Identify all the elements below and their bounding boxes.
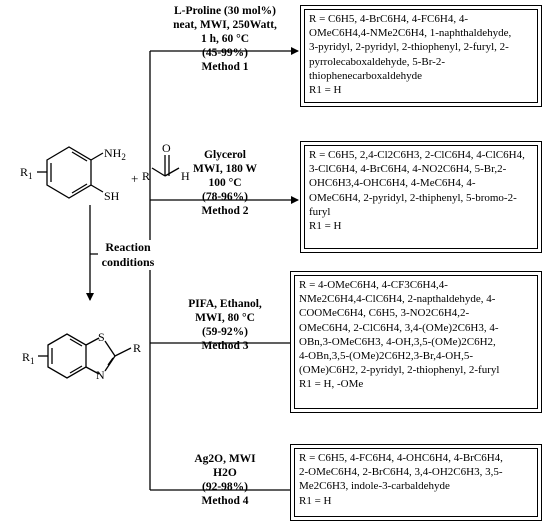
substituent-line: R1 = H (309, 84, 342, 97)
substituent-line: R = 4-OMeC6H4, 4-CF3C6H4,4- (299, 279, 448, 291)
substituent-line: pyrrolecaboxaldehyde, 5-Br-2- (309, 55, 446, 68)
substituent-line: OMeC6H4, 2-ClC6H4, 3,4-(OMe)2C6H3, 4- (299, 321, 499, 334)
substituent-line: 3-pyridyl, 2-pyridyl, 2-thiophenyl, 2-fu… (309, 41, 509, 54)
aldehyde-r: R (142, 169, 150, 183)
r1-label: R1 (20, 165, 33, 181)
method-2-substituents-box: R = C6H5, 2,4-Cl2C6H3, 2-ClC6H4, 4-ClC6H… (300, 141, 542, 253)
substituent-line: (OMe)C6H2, 2-pyridyl, 2-thiophenyl, 2-fu… (299, 364, 500, 377)
method-4-conditions: Ag2O, MWI H2O (92-98%) Method 4 (194, 453, 256, 507)
substituent-line: R = C6H5, 4-BrC6H4, 4-FC6H4, 4- (309, 13, 468, 25)
benzothiazole-structure (38, 333, 132, 379)
plus-sign: + (131, 171, 138, 186)
method-3-conditions: PIFA, Ethanol, MWI, 80 °C (59-92%) Metho… (188, 298, 262, 352)
aldehyde-oxygen: O (162, 141, 171, 155)
aminothiophenol-structure (37, 146, 104, 199)
substituent-line: furyl (309, 205, 331, 218)
substituent-line: R1 = H, -OMe (299, 378, 364, 391)
product-r1-label: R1 (22, 350, 35, 366)
substituent-line: NMe2C6H4,4-ClC6H4, 2-napthaldehyde, 4- (299, 293, 496, 306)
aldehyde-h: H (181, 169, 190, 183)
method-3-substituents-box: R = 4-OMeC6H4, 4-CF3C6H4,4- NMe2C6H4,4-C… (290, 271, 542, 413)
substituent-line: 3-ClC6H4, 4-BrC6H4, 4-NO2C6H4, 5-Br,2- (309, 163, 507, 176)
substituent-line: R1 = H (309, 220, 342, 233)
sh-label: SH (104, 189, 120, 203)
nh2-label: NH2 (104, 146, 126, 162)
substituent-line: R = C6H5, 4-FC6H4, 4-OHC6H4, 4-BrC6H4, (299, 452, 503, 464)
substituent-line: R1 = H (299, 494, 332, 507)
branch-arrows (90, 47, 299, 494)
method-1-conditions: L-Proline (30 mol%) neat, MWI, 250Watt, … (173, 5, 277, 73)
method-2-conditions: Glycerol MWI, 180 W 100 °C (78-96%) Meth… (193, 149, 257, 217)
substituent-line: 4-OBn,3,5-(OMe)2C6H2,3-Br,4-OH,5- (299, 350, 474, 363)
substituent-line: COOMeC6H4, C6H5, 3-NO2C6H4,2- (299, 307, 470, 320)
aldehyde-structure (151, 155, 180, 177)
substituent-line: OHC6H3,4-OHC6H4, 4-MeC6H4, 4- (309, 177, 476, 190)
reaction-conditions-label: Reaction conditions (98, 240, 158, 270)
substituent-line: Me2C6H3, indole-3-carbaldehyde (299, 480, 450, 493)
substituent-line: OBn,3-OMeC6H3, 4-OH,3,5-(OMe)2C6H2, (299, 335, 496, 348)
substituent-line: R = C6H5, 2,4-Cl2C6H3, 2-ClC6H4, 4-ClC6H… (309, 149, 525, 161)
product-s-label: S (98, 330, 105, 344)
method-1-substituents-box: R = C6H5, 4-BrC6H4, 4-FC6H4, 4- OMeC6H4,… (300, 5, 542, 107)
substituent-line: thiophenecarboxaldehyde (309, 69, 423, 82)
product-n-label: N (96, 368, 105, 382)
product-r-label: R (133, 341, 141, 355)
substituent-line: 2-OMeC6H4, 2-BrC6H4, 3,4-OH2C6H3, 3,5- (299, 466, 503, 479)
method-4-substituents-box: R = C6H5, 4-FC6H4, 4-OHC6H4, 4-BrC6H4, 2… (290, 444, 542, 521)
substituent-line: OMeC6H4, 2-pyridyl, 2-thiphenyl, 5-bromo… (309, 191, 517, 204)
substituent-line: OMeC6H4,4-NMe2C6H4, 1-naphthaldehyde, (309, 27, 512, 40)
